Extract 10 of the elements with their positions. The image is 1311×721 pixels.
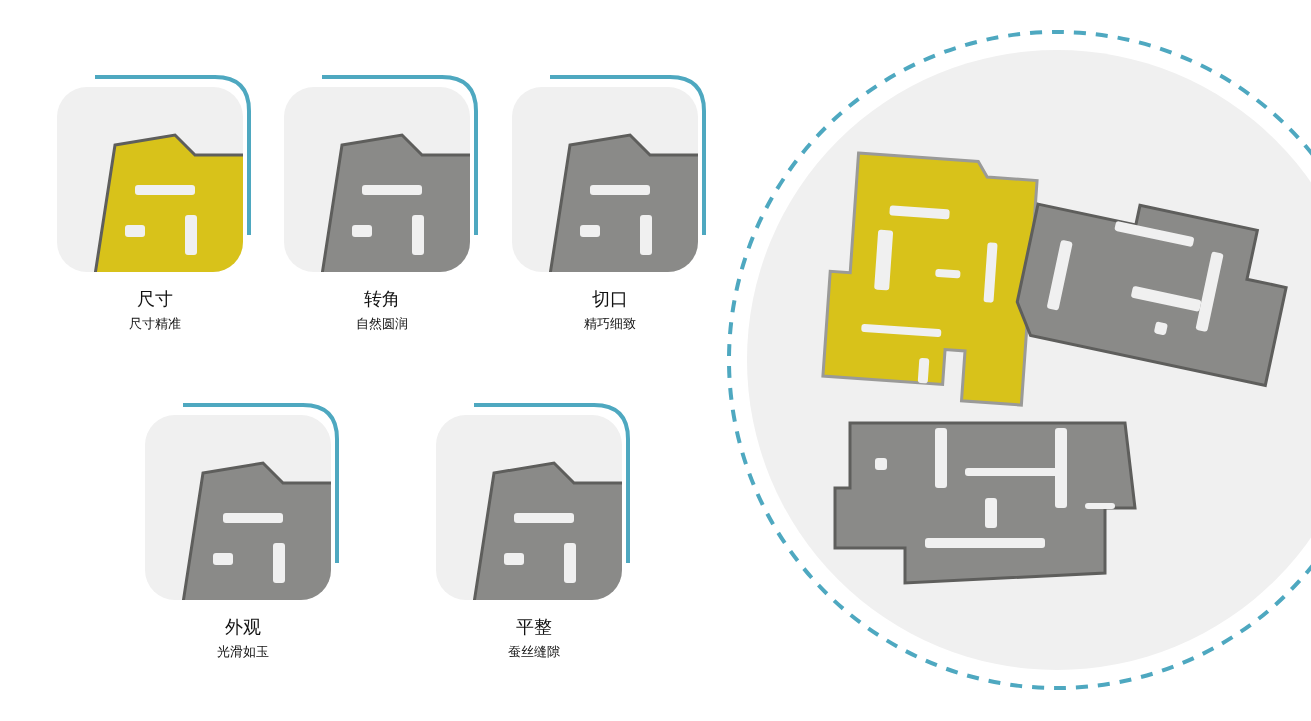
feature-caption: 自然圆润: [355, 315, 409, 333]
feature-caption: 尺寸精准: [128, 315, 182, 333]
feature-heading: 切口: [591, 287, 629, 311]
feature-heading: 外观: [224, 615, 262, 639]
feature-heading: 转角: [363, 287, 401, 311]
feature-caption: 蚕丝缝隙: [507, 643, 561, 661]
feature-heading: 尺寸: [136, 287, 174, 311]
feature-caption: 光滑如玉: [216, 643, 270, 661]
feature-heading: 平整: [515, 615, 553, 639]
feature-caption: 精巧细致: [583, 315, 637, 333]
